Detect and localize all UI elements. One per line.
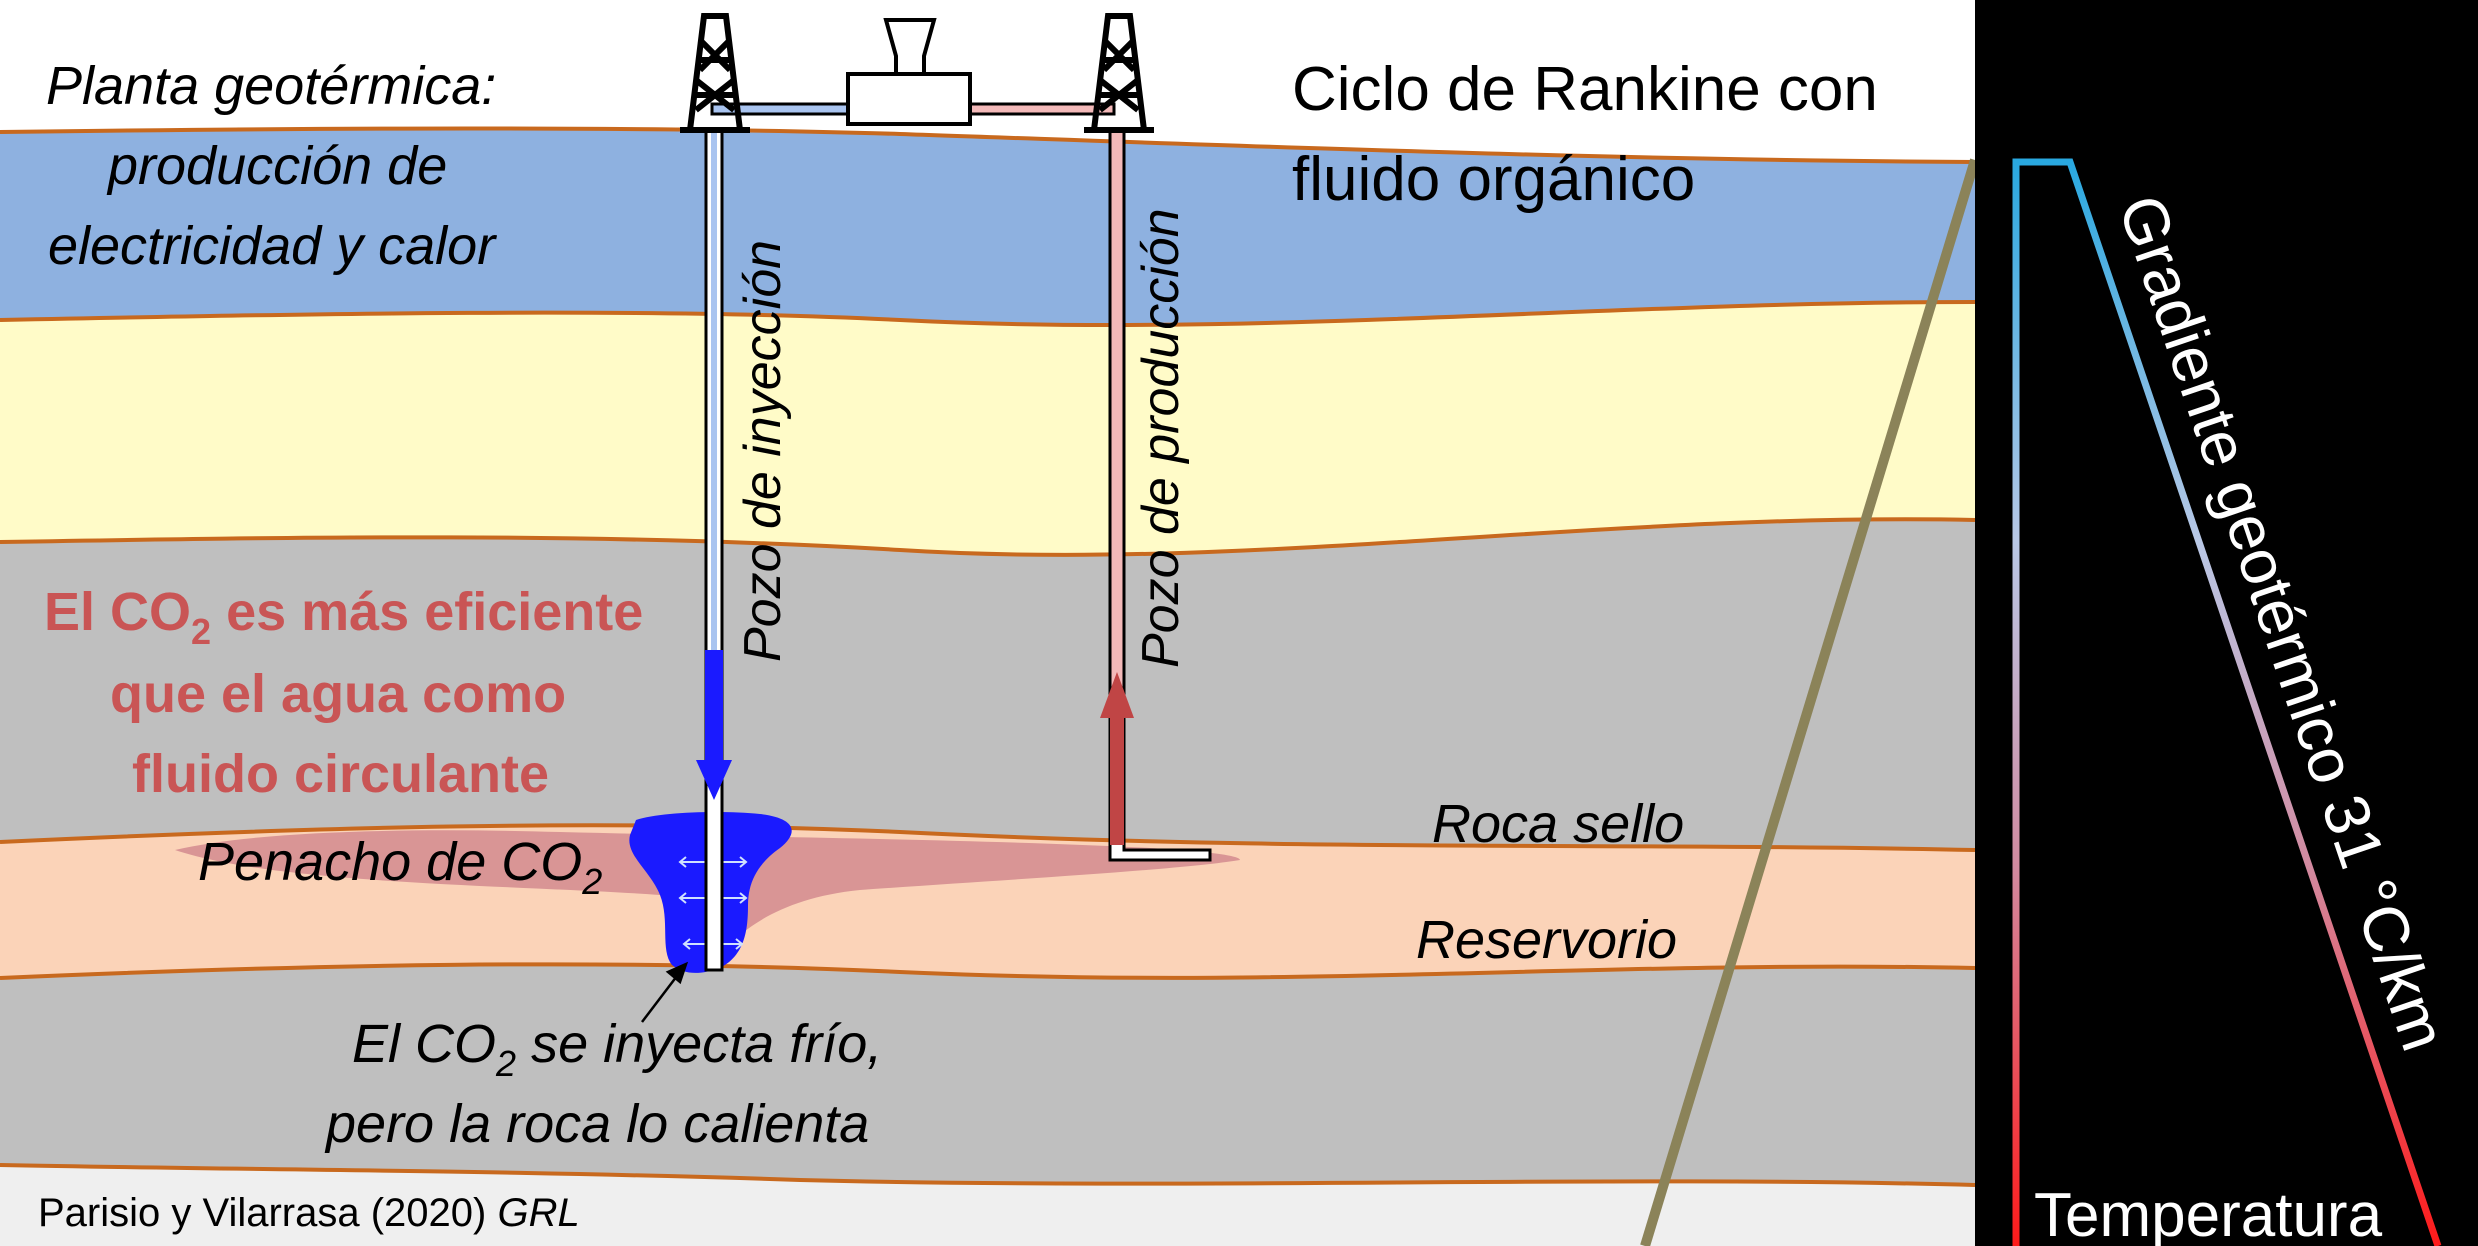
layer-boundaries [0,126,1975,1187]
injection-flow [705,650,723,770]
temperature-axis-label: Temperatura [2034,1181,2383,1246]
plant-title-line2: producción de [106,136,447,196]
production-well-label: Pozo de producción [1132,208,1190,668]
gradient-outline [2012,158,2442,1246]
reservoir-label: Reservorio [1416,910,1677,970]
injection-well-fluid-top [711,130,717,650]
seal-rock-label: Roca sello [1432,794,1684,854]
lower-gray-layer [0,958,1975,1185]
gradient-label: Gradiente geotérmico 31 °C/km [2105,186,2461,1059]
co2-note-line2: que el agua como [110,664,566,724]
citation: Parisio y Vilarrasa (2020) GRL [38,1191,580,1235]
seal-gray-layer [0,517,1975,850]
injection-note-line2: pero la roca lo calienta [324,1094,869,1154]
fault-line [1640,158,1975,1246]
power-plant-icon [846,72,972,126]
production-arrow-icon [1100,672,1134,718]
yellow-layer [0,300,1975,555]
plume-label: Penacho de CO2 [198,832,602,902]
surface-pipe-hot [966,102,1116,116]
rankine-title-line2: fluido orgánico [1292,145,1695,214]
pointer-arrow-icon [641,961,689,1023]
plant-title-line3: electricidad y calor [48,216,497,276]
production-well-bottom [1108,845,1212,862]
injection-note-line1: El CO2 se inyecta frío, [352,1014,882,1084]
blue-layer [0,128,1975,326]
production-flow [1110,700,1124,845]
injection-derrick-icon [680,13,750,133]
production-derrick-icon [1084,13,1154,133]
injection-arrow-icon [696,760,732,800]
plant-title-line1: Planta geotérmica: [46,56,496,116]
co2-note-line3: fluido circulante [132,744,549,804]
co2-note-line1: El CO2 es más eficiente [44,582,643,652]
rankine-title-line1: Ciclo de Rankine con [1292,55,1878,124]
turbine-icon [883,18,937,76]
injection-well-label: Pozo de inyección [734,240,792,662]
